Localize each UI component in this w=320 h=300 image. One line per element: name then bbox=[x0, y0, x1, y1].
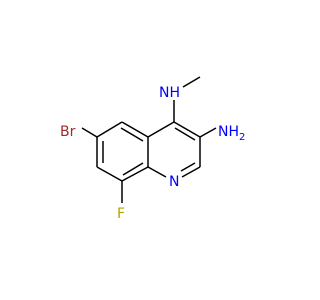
bond-c4-c3 bbox=[173, 121, 201, 138]
bond-c2-n1-inner bbox=[180, 162, 196, 172]
label-br: Br bbox=[60, 124, 76, 140]
bond-c5-c5-inner bbox=[120, 127, 144, 142]
benzene-ring bbox=[96, 121, 149, 182]
bond-c4-c3-inner bbox=[174, 127, 196, 141]
label-f: F bbox=[117, 206, 125, 222]
molecule-canvas: NH NH2 Br N F bbox=[60, 76, 245, 222]
bond-c5-c6 bbox=[96, 121, 123, 138]
bond-n1-c8a bbox=[147, 166, 167, 178]
label-nh2-main: NH bbox=[218, 124, 239, 140]
pyridine-ring bbox=[147, 121, 201, 178]
substituents bbox=[81, 76, 217, 203]
label-n-ring: N bbox=[169, 174, 179, 190]
bond-c3-nh2 bbox=[199, 127, 217, 138]
label-nh-methyl: NH bbox=[159, 85, 180, 101]
bond-nh-methyl bbox=[182, 76, 201, 88]
bond-c6-br bbox=[81, 127, 98, 138]
bond-c2-n1 bbox=[181, 166, 201, 178]
label-nh2-subscript: 2 bbox=[239, 132, 245, 143]
atom-labels: NH NH2 Br N F bbox=[60, 85, 245, 222]
bond-c7-c8 bbox=[96, 166, 123, 182]
bond-c4a-c4 bbox=[147, 121, 175, 138]
bond-c8-c8a-inner bbox=[122, 162, 144, 176]
label-nh2: NH2 bbox=[218, 124, 245, 143]
bond-c8-c8a bbox=[121, 166, 149, 182]
bond-c4a-c5 bbox=[121, 121, 149, 138]
structure-diagram: NH NH2 Br N F bbox=[60, 76, 245, 222]
